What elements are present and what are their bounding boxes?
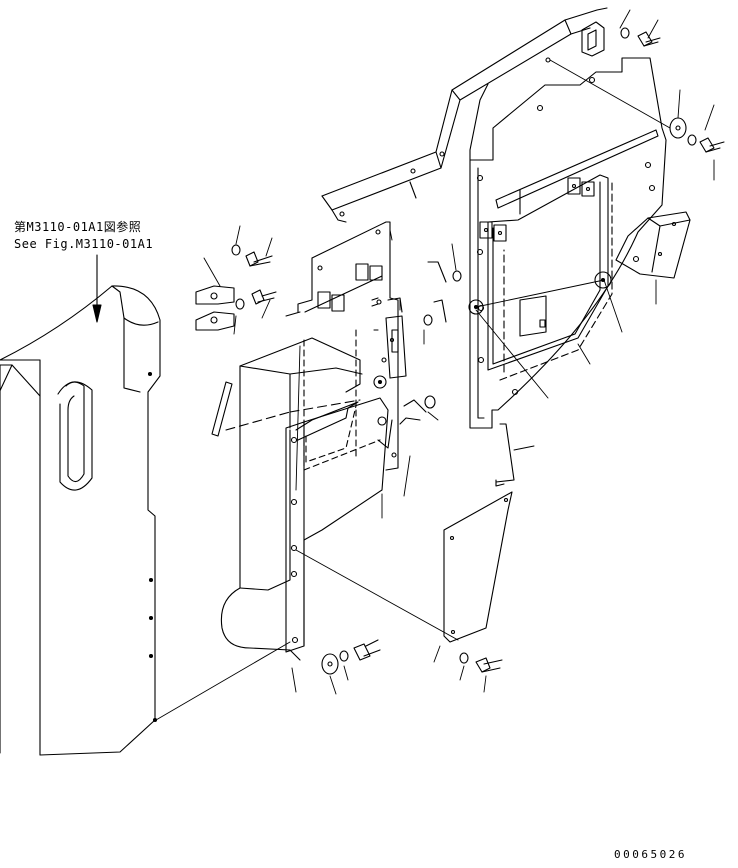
right-door-panel <box>469 58 666 428</box>
bottom-cover-plate <box>444 492 512 642</box>
fasteners <box>232 28 724 674</box>
reference-arrow <box>93 255 101 322</box>
cab-side-panel <box>0 286 160 755</box>
drawing-number: 00065026 <box>614 848 687 861</box>
reference-note-japanese: 第M3110-01A1図参照 <box>14 220 142 234</box>
reference-note-english: See Fig.M3110-01A1 <box>14 237 154 251</box>
angle-bracket <box>616 212 690 278</box>
rod-hooks <box>212 262 514 486</box>
assembly-lines <box>156 10 714 720</box>
center-cover <box>221 222 406 660</box>
mounting-brackets <box>196 286 234 330</box>
upper-rail <box>322 8 607 222</box>
reference-note: 第M3110-01A1図参照 See Fig.M3110-01A1 <box>14 219 153 253</box>
